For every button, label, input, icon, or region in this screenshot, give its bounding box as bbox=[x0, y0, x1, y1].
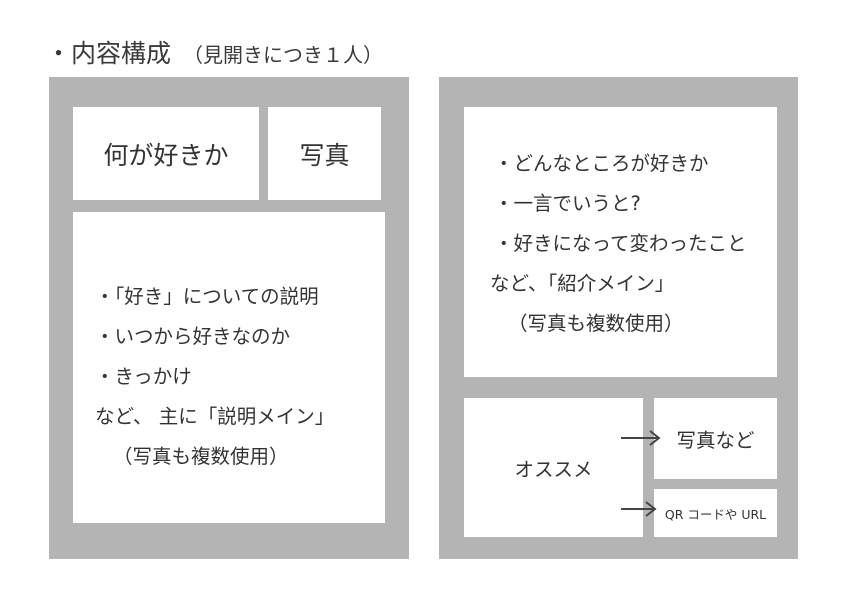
qr-url-label: QR コードや URL bbox=[664, 506, 767, 522]
intro-line: ・一言でいうと? bbox=[494, 192, 641, 215]
photos-etc-label: 写真など bbox=[676, 429, 755, 452]
description-box: ・「好き」についての説明 ・いつから好きなのか ・きっかけ など、 主に「説明メ… bbox=[73, 212, 385, 523]
description-line: （写真も複数使用） bbox=[113, 444, 289, 468]
intro-line: など、「紹介メイン」 bbox=[490, 272, 675, 295]
page-title: ・内容構成 （見開きにつき１人） bbox=[46, 34, 383, 70]
photo-box: 写真 bbox=[268, 107, 381, 200]
description-line: など、 主に「説明メイン」 bbox=[95, 404, 335, 428]
qr-url-box: QR コードや URL bbox=[654, 489, 777, 537]
what-like-box: 何が好きか bbox=[73, 107, 259, 200]
photo-label: 写真 bbox=[299, 140, 350, 170]
description-line: ・「好き」についての説明 bbox=[95, 284, 319, 308]
introduction-box: ・どんなところが好きか ・一言でいうと? ・好きになって変わったこと など、「紹… bbox=[464, 107, 777, 377]
description-line: ・いつから好きなのか bbox=[95, 324, 291, 348]
intro-line: ・どんなところが好きか bbox=[494, 152, 709, 175]
photos-etc-box: 写真など bbox=[654, 398, 777, 479]
description-line: ・きっかけ bbox=[95, 364, 192, 388]
intro-line: ・好きになって変わったこと bbox=[494, 232, 747, 255]
recommend-label: オススメ bbox=[514, 458, 593, 481]
arrow-right-icon bbox=[621, 501, 657, 517]
what-like-label: 何が好きか bbox=[103, 140, 229, 170]
intro-line: （写真も複数使用） bbox=[508, 312, 684, 335]
introduction-lines: ・どんなところが好きか ・一言でいうと? ・好きになって変わったこと など、「紹… bbox=[464, 140, 747, 344]
title-sub: （見開きにつき１人） bbox=[183, 43, 384, 67]
title-main: ・内容構成 bbox=[46, 39, 172, 68]
recommend-box: オススメ bbox=[464, 398, 643, 537]
description-lines: ・「好き」についての説明 ・いつから好きなのか ・きっかけ など、 主に「説明メ… bbox=[73, 259, 334, 477]
arrow-right-icon bbox=[621, 430, 661, 446]
